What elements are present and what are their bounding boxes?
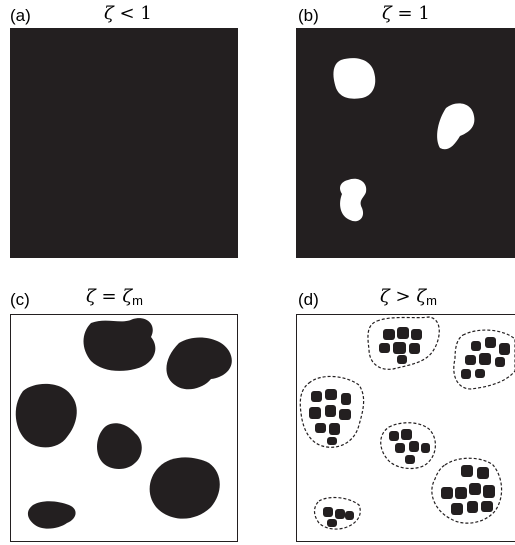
panel-b-field [296, 28, 515, 258]
panel-d-grain [395, 443, 405, 453]
panel-b-rhs: 1 [418, 3, 430, 24]
panel-d-grain [397, 327, 409, 339]
panel-c-rhs-subscript: m [132, 293, 143, 308]
panel-a-condition: ζ < 1 [104, 5, 152, 23]
panel-d-label: (d) [298, 290, 319, 309]
panel-a-field [10, 28, 238, 258]
panel-d-grain [383, 329, 395, 340]
panel-d-grain [441, 487, 453, 499]
panel-a-label: (a) [10, 6, 31, 25]
panel-c-condition: ζ = ζm [86, 286, 143, 308]
panel-a-rhs: 1 [140, 3, 152, 24]
panel-d-grain [325, 405, 336, 417]
panel-d-grain [401, 429, 412, 440]
panel-b-white-bubble-1 [333, 58, 376, 99]
panel-c-operator: = [101, 286, 117, 307]
panel-d-field [296, 314, 515, 542]
panel-d-grain [389, 431, 399, 441]
panel-d-grain [325, 389, 337, 400]
panel-c-black-domain-5 [149, 457, 220, 519]
panel-d-grain [327, 437, 337, 445]
panel-d-grain [477, 467, 489, 479]
panel-d-grain [465, 355, 476, 365]
panel-c-black-domain-3 [15, 383, 77, 448]
panel-d-grain [409, 343, 420, 354]
panel-d-grain [499, 343, 510, 355]
panel-d-grain [309, 407, 321, 419]
panel-d-grain [315, 423, 326, 433]
panel-d-grain [475, 369, 485, 378]
panel-d-grain [335, 509, 345, 519]
panel-c-black-domain-6 [27, 501, 76, 529]
panel-d-cluster-outline-5 [431, 457, 503, 524]
panel-d-grain [397, 355, 407, 364]
panel-d-grain [461, 465, 473, 477]
panel-d-rhs: ζ [416, 286, 427, 307]
panel-d-grain [311, 391, 322, 402]
panel-b-label: (b) [298, 6, 319, 25]
panel-d-grain [485, 337, 496, 348]
panel-d-grain [481, 501, 493, 512]
panel-d-operator: > [395, 286, 411, 307]
panel-b-white-bubble-3 [340, 178, 367, 222]
panel-d-cluster-outline-6 [313, 496, 361, 530]
panel-d-grain [339, 409, 351, 420]
panel-a-operator: < [119, 3, 135, 24]
panel-d-grain [495, 357, 505, 367]
panel-d-grain [409, 441, 419, 452]
panel-d-grain [455, 487, 467, 499]
panel-d-grain [471, 341, 481, 351]
panel-d-grain [479, 353, 491, 365]
panel-b-symbol: ζ [382, 3, 392, 24]
panel-d-grain [461, 369, 471, 379]
panel-c-black-domain-2 [166, 337, 232, 390]
panel-d-grain [405, 455, 415, 464]
panel-d-grain [329, 423, 340, 435]
panel-c-symbol: ζ [86, 286, 96, 307]
panel-d-grain [323, 507, 333, 517]
panel-d-cluster-outline-4 [380, 422, 436, 470]
panel-d-grain [341, 393, 351, 405]
panel-c-black-domain-1 [83, 318, 156, 371]
panel-d-grain [469, 483, 481, 495]
panel-d-grain [483, 485, 495, 498]
panel-c-label: (c) [10, 290, 30, 309]
panel-d-cluster-outline-3 [299, 375, 365, 448]
panel-b-svg [333, 58, 475, 222]
panel-c-svg [15, 318, 232, 529]
panel-d-condition: ζ > ζm [380, 286, 437, 308]
panel-a-symbol: ζ [104, 3, 114, 24]
panel-d-svg [299, 316, 515, 530]
panel-d-grain [467, 501, 478, 513]
panel-d-grain [411, 329, 422, 340]
panel-d-cluster-outline-1 [367, 316, 440, 370]
panel-d-rhs-subscript: m [426, 293, 437, 308]
panel-d-grain [345, 511, 354, 520]
panel-d-grain [393, 342, 406, 354]
panel-b-condition: ζ = 1 [382, 5, 430, 23]
panel-c-field [10, 314, 238, 542]
panel-d-grain [421, 443, 430, 453]
panel-d-cluster-outline-2 [453, 329, 515, 390]
panel-b-operator: = [397, 3, 413, 24]
panel-d-grain [327, 519, 337, 527]
panel-c-rhs: ζ [122, 286, 133, 307]
panel-c-black-domain-4 [97, 423, 142, 469]
panel-d-grain [451, 503, 463, 515]
panel-d-symbol: ζ [380, 286, 390, 307]
panel-d-grain [379, 343, 390, 353]
panel-b-white-bubble-2 [437, 103, 475, 150]
